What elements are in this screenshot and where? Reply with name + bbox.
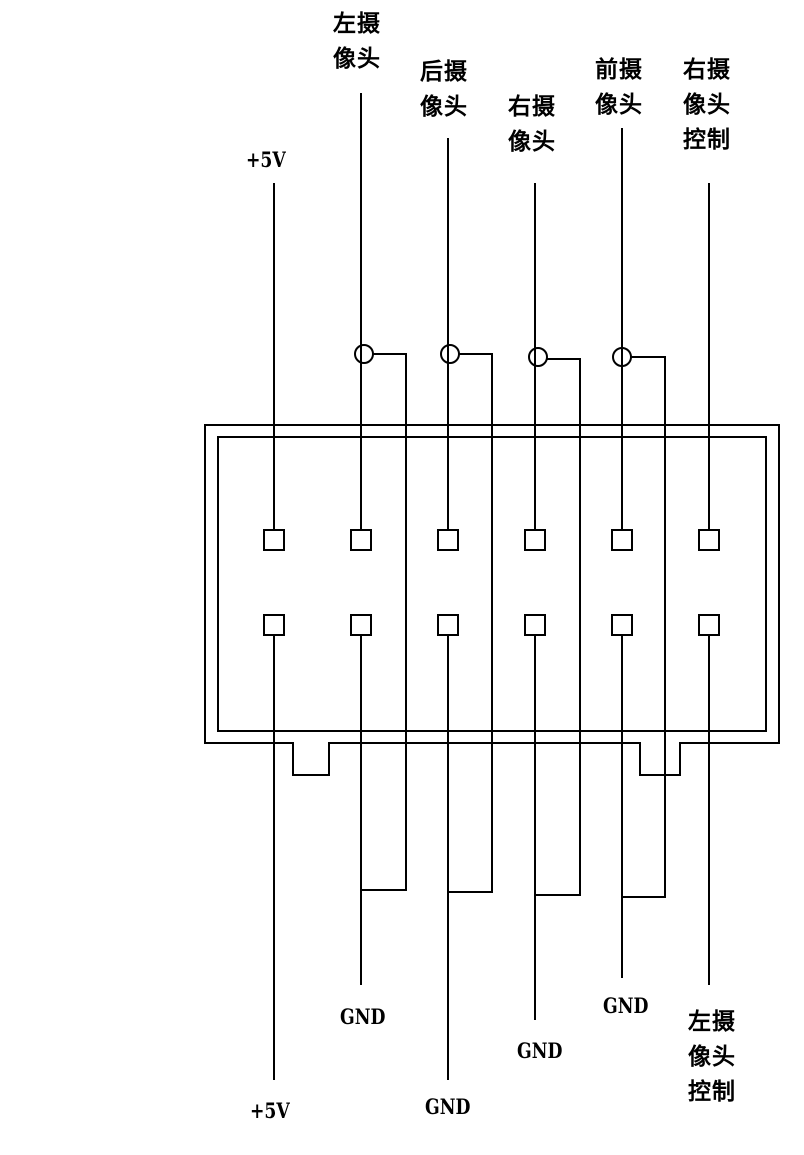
label-right-camera-control-line-2: 像头 <box>683 91 731 118</box>
connector-outer-shell <box>204 424 780 776</box>
label-left-camera-control: 左摄 像头 控制 <box>688 1010 736 1115</box>
label-right-camera-control-line-1: 右摄 <box>683 56 731 83</box>
shield-marker-1 <box>354 344 374 364</box>
pin-bottom-1 <box>263 614 285 636</box>
pin-top-6 <box>698 529 720 551</box>
label-left-camera-control-line-2: 像头 <box>688 1043 736 1070</box>
label-left-camera-line-2: 像头 <box>333 45 381 72</box>
pin-top-5 <box>611 529 633 551</box>
label-front-camera-line-1: 前摄 <box>595 56 643 83</box>
pin-bottom-3 <box>437 614 459 636</box>
pin-top-3 <box>437 529 459 551</box>
shield-return-wire-2 <box>448 353 493 893</box>
label-left-camera-control-line-1: 左摄 <box>688 1008 736 1035</box>
pin-bottom-4 <box>524 614 546 636</box>
label-rear-camera-line-1: 后摄 <box>420 58 468 85</box>
label-rear-camera-line-2: 像头 <box>420 93 468 120</box>
shield-return-wire-4 <box>622 356 666 898</box>
label-front-camera-line-2: 像头 <box>595 91 643 118</box>
label-right-camera-line-1: 右摄 <box>508 93 556 120</box>
label-right-camera-control-line-3: 控制 <box>683 126 731 153</box>
label-5v-top: +5V <box>246 147 286 172</box>
label-left-camera: 左摄 像头 <box>333 12 381 82</box>
label-rear-camera: 后摄 像头 <box>420 60 468 130</box>
pin-top-2 <box>350 529 372 551</box>
pin-bottom-2 <box>350 614 372 636</box>
pin-bottom-6 <box>698 614 720 636</box>
pin-top-4 <box>524 529 546 551</box>
shield-marker-3 <box>528 347 548 367</box>
shield-return-wire-1 <box>361 353 407 891</box>
label-left-camera-line-1: 左摄 <box>333 10 381 37</box>
pin-bottom-5 <box>611 614 633 636</box>
label-front-camera: 前摄 像头 <box>595 58 643 128</box>
pin-top-1 <box>263 529 285 551</box>
label-right-camera: 右摄 像头 <box>508 95 556 165</box>
label-left-camera-control-line-3: 控制 <box>688 1078 736 1105</box>
label-gnd-4: GND <box>603 993 649 1018</box>
label-right-camera-control: 右摄 像头 控制 <box>683 58 731 163</box>
label-gnd-2: GND <box>425 1094 471 1119</box>
label-gnd-3: GND <box>517 1038 563 1063</box>
label-5v-bottom: +5V <box>250 1098 290 1123</box>
label-right-camera-line-2: 像头 <box>508 128 556 155</box>
label-gnd-1: GND <box>340 1004 386 1029</box>
shield-return-wire-3 <box>535 358 581 896</box>
shield-marker-2 <box>440 344 460 364</box>
